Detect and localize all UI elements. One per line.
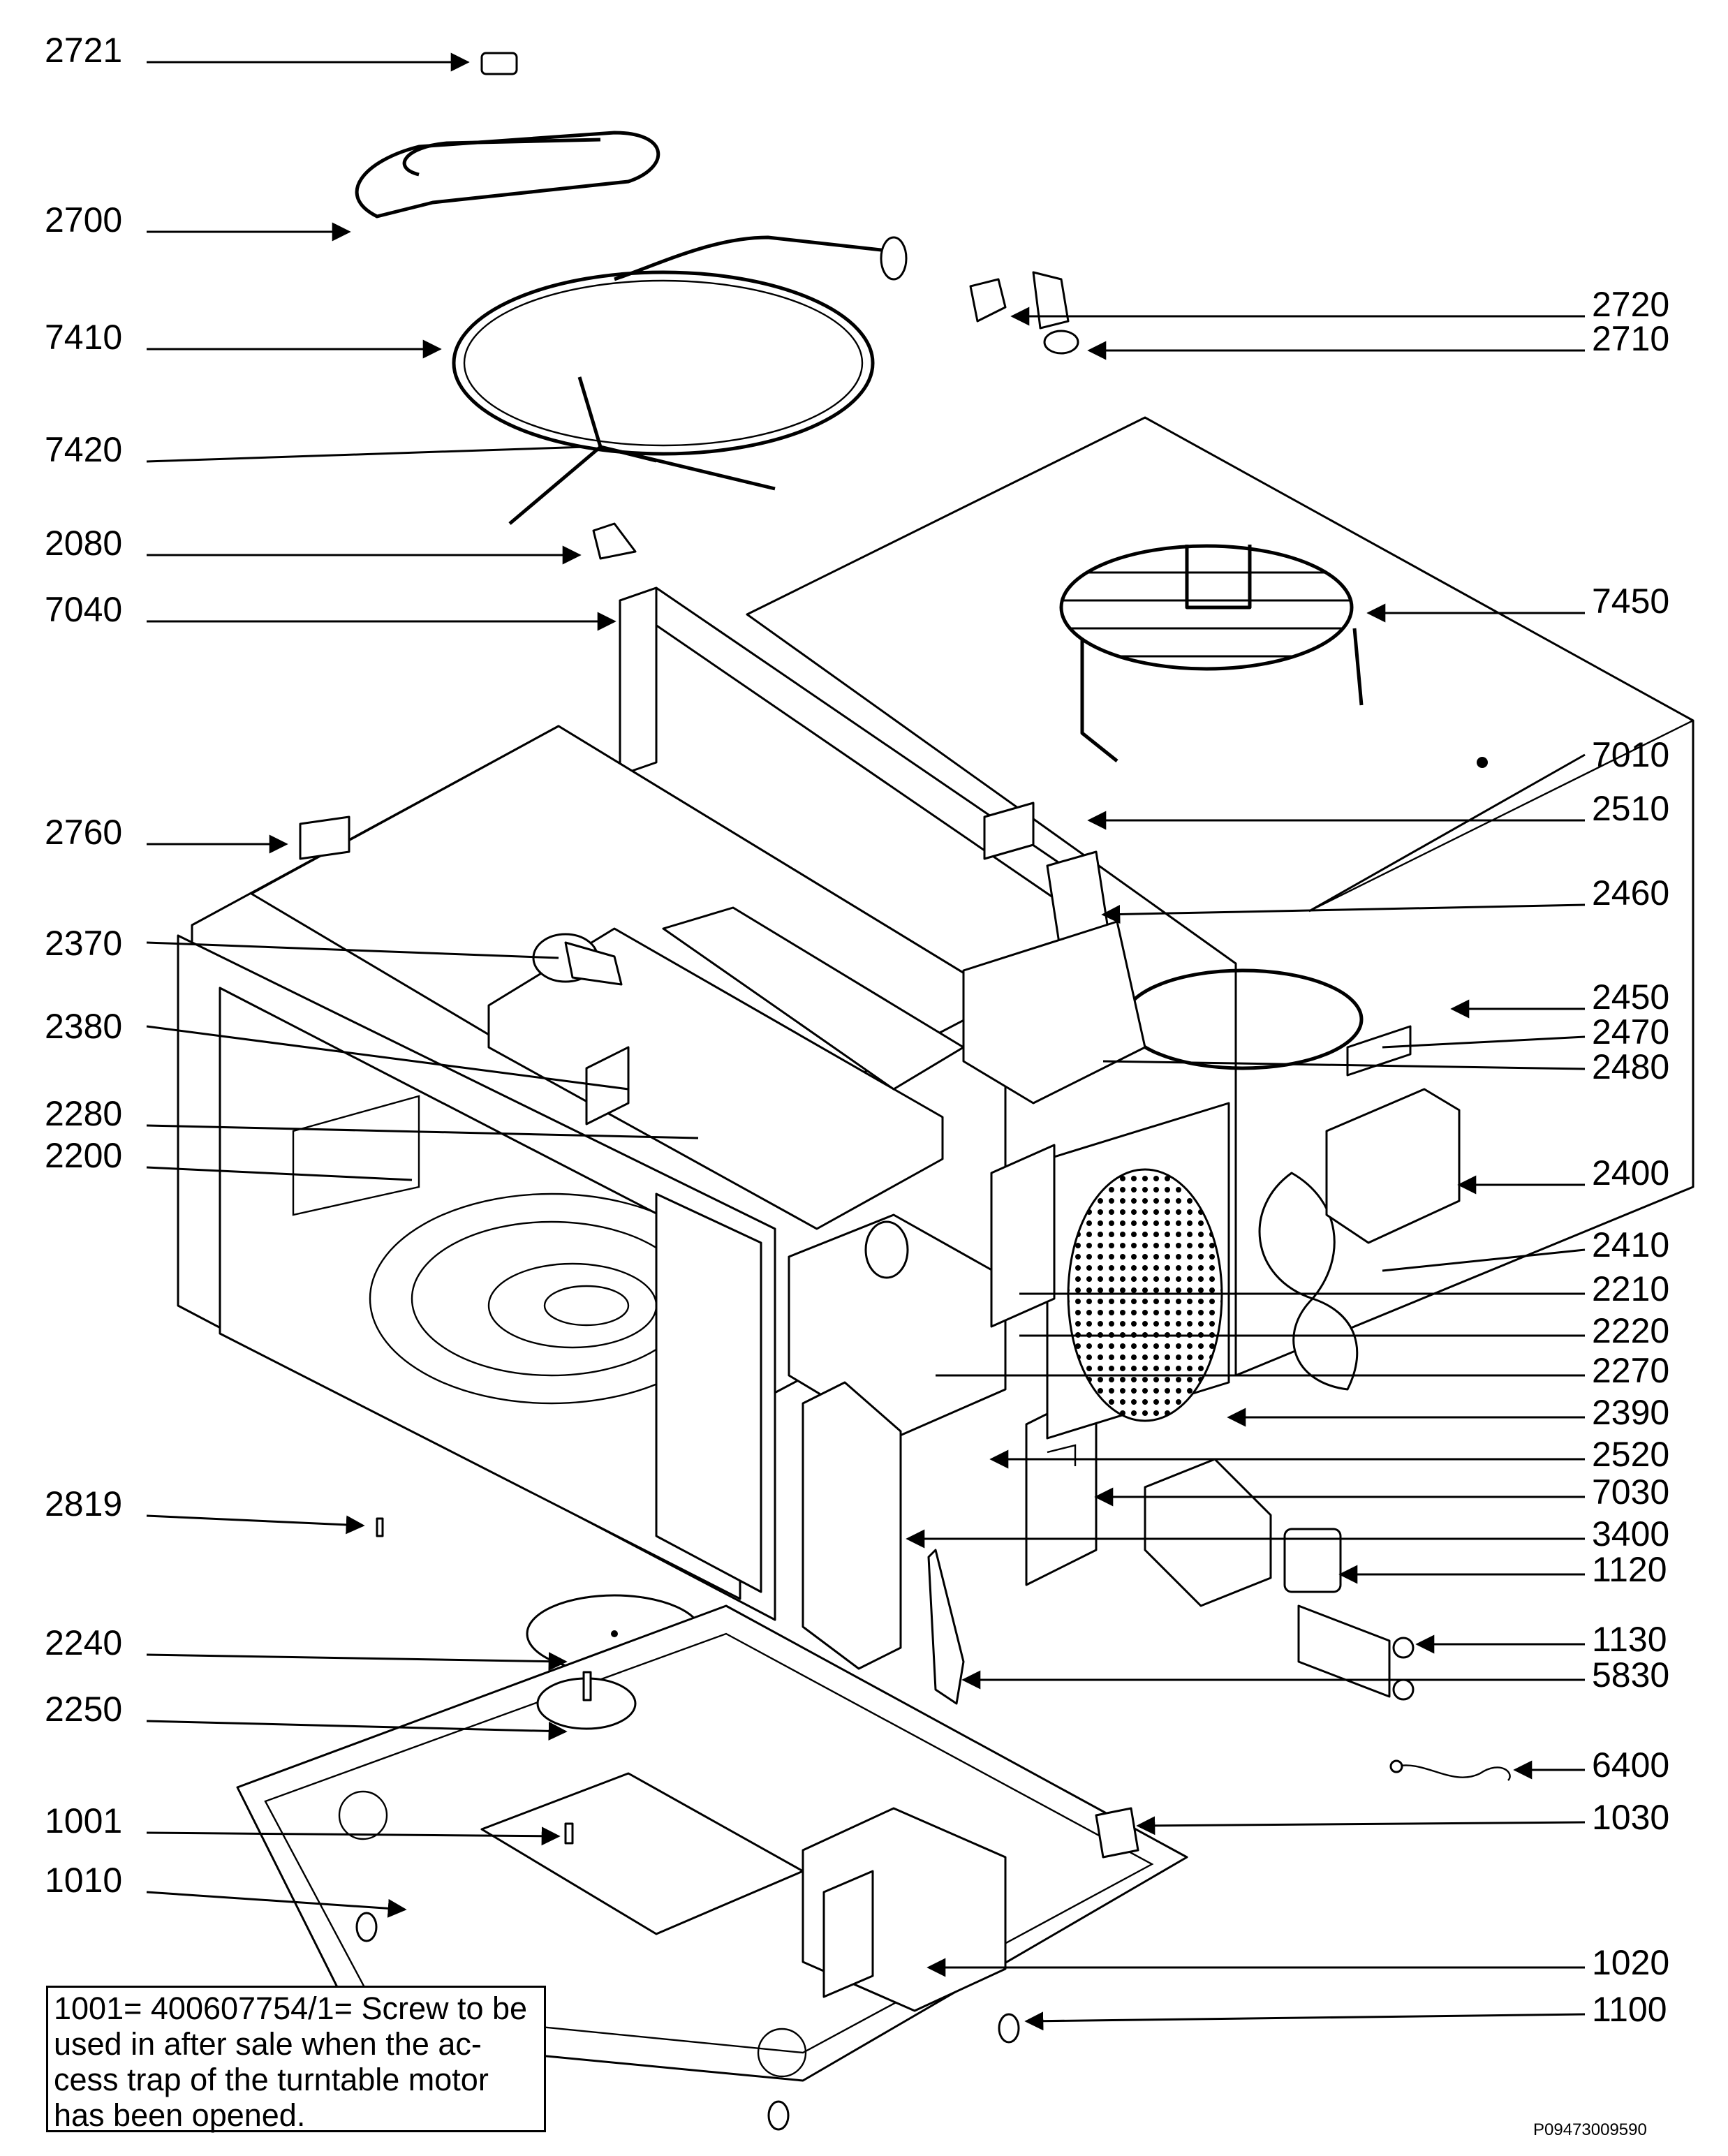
label-1010: 1010 xyxy=(45,1861,122,1900)
label-1130: 1130 xyxy=(1592,1620,1667,1659)
label-2700: 2700 xyxy=(45,200,122,239)
latch-assembly xyxy=(1144,1458,1342,1607)
screws xyxy=(376,1517,574,1845)
label-6400: 6400 xyxy=(1592,1745,1669,1785)
fan-duct xyxy=(990,1102,1230,1440)
label-2210: 2210 xyxy=(1592,1269,1669,1308)
capacitor xyxy=(1297,1604,1415,1701)
label-2450: 2450 xyxy=(1592,977,1669,1017)
label-5830: 5830 xyxy=(1592,1655,1669,1694)
wire-harness xyxy=(1389,1759,1511,1781)
grill-element xyxy=(355,131,908,281)
drawing-reference-code: P09473009590 xyxy=(1533,2120,1647,2139)
label-2400: 2400 xyxy=(1592,1153,1669,1193)
label-1100: 1100 xyxy=(1592,1990,1667,2029)
feet xyxy=(355,1912,1020,2131)
label-2460: 2460 xyxy=(1592,873,1669,913)
label-7420: 7420 xyxy=(45,430,122,469)
label-2250: 2250 xyxy=(45,1690,122,1729)
turntable-ring xyxy=(452,270,875,456)
label-2470: 2470 xyxy=(1592,1012,1669,1051)
label-7010: 7010 xyxy=(1592,735,1669,774)
label-2720: 2720 xyxy=(1592,285,1669,324)
label-1020: 1020 xyxy=(1592,1943,1669,1982)
label-2270: 2270 xyxy=(1592,1351,1669,1390)
coupler xyxy=(592,522,637,560)
label-2380: 2380 xyxy=(45,1007,122,1046)
label-2390: 2390 xyxy=(1592,1393,1669,1432)
grill-rack xyxy=(1059,544,1364,762)
label-2410: 2410 xyxy=(1592,1225,1669,1264)
label-2510: 2510 xyxy=(1592,789,1669,828)
label-2721: 2721 xyxy=(45,31,122,70)
top-bracket xyxy=(962,802,1146,1105)
label-2280: 2280 xyxy=(45,1094,122,1133)
label-2200: 2200 xyxy=(45,1136,122,1175)
service-note-line: cess trap of the turntable motor xyxy=(54,2062,489,2097)
roller-support xyxy=(508,376,776,525)
service-note-line: used in after sale when the ac- xyxy=(54,2026,482,2062)
turntable-motor xyxy=(536,1671,637,1730)
label-7450: 7450 xyxy=(1592,582,1669,621)
leader-lines xyxy=(146,52,1586,2031)
thermostat xyxy=(299,815,350,860)
label-3400: 3400 xyxy=(1592,1514,1669,1553)
label-2370: 2370 xyxy=(45,924,122,963)
label-7030: 7030 xyxy=(1592,1472,1669,1512)
label-7410: 7410 xyxy=(45,318,122,357)
door-switch-assembly xyxy=(802,1381,965,1705)
fan-blade xyxy=(1258,1172,1359,1391)
label-2080: 2080 xyxy=(45,524,122,563)
element-hardware xyxy=(480,52,1079,355)
label-2710: 2710 xyxy=(1592,319,1669,358)
label-2520: 2520 xyxy=(1592,1435,1669,1474)
transformer xyxy=(802,1807,1007,2012)
service-note-line: has been opened. xyxy=(54,2097,306,2133)
service-note-box: 1001= 400607754/1= Screw to be used in a… xyxy=(46,1986,546,2133)
label-1120: 1120 xyxy=(1592,1550,1667,1589)
label-2480: 2480 xyxy=(1592,1047,1669,1086)
label-7040: 7040 xyxy=(45,590,122,629)
service-note-line: 1001= 400607754/1= Screw to be xyxy=(54,1991,528,2026)
part-number-labels: 2721 2700 7410 7420 2080 7040 2760 2370 … xyxy=(45,31,1669,2029)
fan-motor xyxy=(1122,968,1461,1244)
waveguide xyxy=(487,906,965,1230)
label-2819: 2819 xyxy=(45,1484,122,1523)
label-2220: 2220 xyxy=(1592,1311,1669,1350)
label-1030: 1030 xyxy=(1592,1798,1669,1837)
fuse-holder xyxy=(1095,1807,1139,1859)
label-2760: 2760 xyxy=(45,813,122,852)
label-1001: 1001 xyxy=(45,1801,122,1840)
label-2240: 2240 xyxy=(45,1623,122,1662)
